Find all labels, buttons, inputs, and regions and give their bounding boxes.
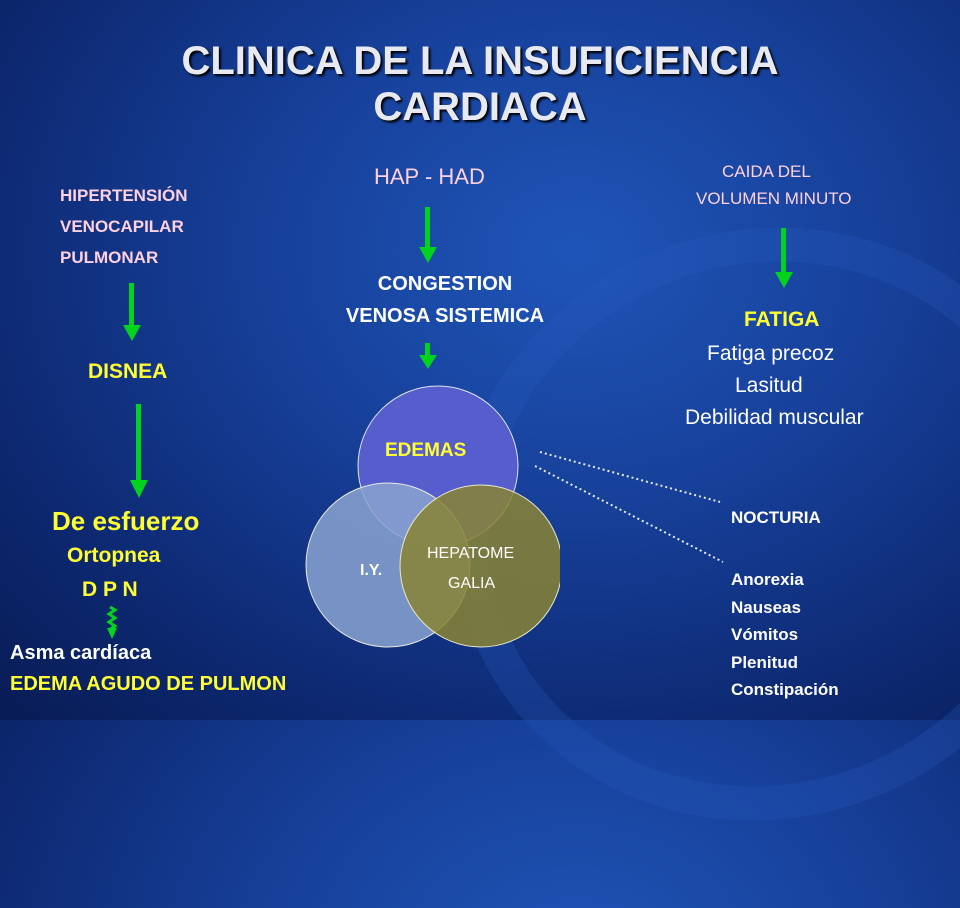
cause-line: HIPERTENSIÓN <box>60 186 188 205</box>
caida-label-2: VOLUMEN MINUTO <box>696 189 852 208</box>
pulmonary-hypertension-label: HIPERTENSIÓN VENOCAPILAR PULMONAR <box>60 180 188 273</box>
slide-title: CLINICA DE LA INSUFICIENCIA CARDIACA <box>0 38 960 130</box>
connector-digestive <box>534 465 724 563</box>
edema-agudo-label: EDEMA AGUDO DE PULMON <box>10 673 287 695</box>
hap-had-label: HAP - HAD <box>374 164 485 189</box>
venn-label-iy: I.Y. <box>360 562 383 579</box>
lasitud-label: Lasitud <box>735 374 803 397</box>
dotted-connectors <box>534 451 724 563</box>
venn-diagram <box>305 385 560 648</box>
congestion-label: CONGESTION VENOSA SISTEMICA <box>300 268 590 332</box>
dpn-label: D P N <box>82 578 138 601</box>
arrow-down-icon <box>419 207 437 263</box>
title-line-1: CLINICA DE LA INSUFICIENCIA <box>181 39 779 83</box>
de-esfuerzo-label: De esfuerzo <box>52 506 200 536</box>
list-item: Plenitud <box>731 652 799 672</box>
fatiga-label: FATIGA <box>744 308 820 331</box>
ortopnea-label: Ortopnea <box>67 544 161 567</box>
cause-line: VENOCAPILAR <box>60 217 184 236</box>
arrow-down-icon <box>130 404 148 498</box>
disnea-label: DISNEA <box>88 360 168 383</box>
arrow-down-icon <box>106 606 118 639</box>
list-item: Anorexia <box>731 570 804 589</box>
arrow-down-icon <box>123 283 141 341</box>
title-line-2: CARDIACA <box>373 85 587 129</box>
cause-line: PULMONAR <box>60 248 159 267</box>
venn-label-edemas: EDEMAS <box>385 440 467 461</box>
digestive-symptoms-list: Anorexia Nauseas Vómitos Plenitud Consti… <box>731 566 839 704</box>
fatiga-precoz-label: Fatiga precoz <box>707 342 835 365</box>
asma-cardiaca-label: Asma cardíaca <box>10 642 152 664</box>
debilidad-label: Debilidad muscular <box>685 406 864 429</box>
congestion-line: CONGESTION <box>377 273 513 295</box>
arrow-down-icon <box>419 343 437 369</box>
congestion-line: VENOSA SISTEMICA <box>345 305 545 327</box>
list-item: Nauseas <box>731 597 801 617</box>
arrow-down-icon <box>775 228 793 288</box>
nocturia-label: NOCTURIA <box>731 508 821 527</box>
venn-label-hepatomegalia-2: GALIA <box>448 575 496 592</box>
venn-label-hepatomegalia-1: HEPATOME <box>427 545 515 562</box>
list-item: Constipación <box>731 680 839 699</box>
connector-nocturia <box>539 451 721 503</box>
caida-label-1: CAIDA DEL <box>722 162 811 181</box>
list-item: Vómitos <box>731 625 799 644</box>
venn-circle-hepatomegalia <box>399 484 560 648</box>
